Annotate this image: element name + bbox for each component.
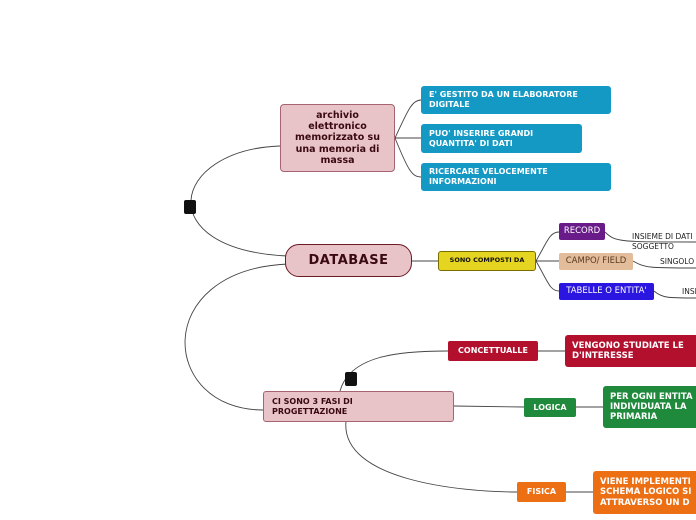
logica-description: PER OGNI ENTITA INDIVIDUATA LA PRIMARIA (603, 386, 696, 428)
central-topic-label: DATABASE (308, 252, 389, 268)
topic-gestito-label: E' GESTITO DA UN ELABORATORE DIGITALE (429, 90, 578, 109)
topic-archivio-label: archivio elettronico memorizzato su una … (295, 109, 380, 167)
concettuale-description: VENGONO STUDIATE LE D'INTERESSE (565, 335, 696, 367)
topic-logica[interactable]: LOGICA (524, 398, 576, 417)
topic-composti-label: SONO COMPOSTI DA (449, 256, 525, 265)
topic-tabelle-label: TABELLE O ENTITA' (566, 286, 647, 297)
topic-tabelle[interactable]: TABELLE O ENTITA' (559, 283, 654, 300)
collapse-toggle-icon[interactable] (184, 200, 196, 214)
topic-inserire-label: PUO' INSERIRE GRANDI QUANTITA' DI DATI (429, 128, 534, 148)
topic-composti[interactable]: SONO COMPOSTI DA (438, 251, 536, 271)
fisica-description-text: VIENE IMPLEMENTI SCHEMA LOGICO SI ATTRAV… (600, 477, 692, 508)
record-description: INSIEME DI DATI SOGGETTO (632, 223, 696, 251)
topic-ricercare-label: RICERCARE VELOCEMENTE INFORMAZIONI (429, 167, 548, 186)
topic-ricercare[interactable]: RICERCARE VELOCEMENTE INFORMAZIONI (421, 163, 611, 191)
topic-fisica[interactable]: FISICA (517, 482, 566, 502)
topic-record-label: RECORD (563, 226, 601, 237)
topic-concettuale-label: CONCETTUALLE (458, 346, 528, 356)
topic-campo-label: CAMPO/ FIELD (565, 256, 627, 267)
topic-fasi[interactable]: CI SONO 3 FASI DI PROGETTAZIONE (263, 391, 454, 422)
tabelle-description-text: INSI (682, 287, 696, 296)
topic-fisica-label: FISICA (526, 487, 557, 497)
topic-concettuale[interactable]: CONCETTUALLE (448, 341, 538, 361)
central-topic-database[interactable]: DATABASE (285, 244, 412, 277)
campo-description-text: SINGOLO (660, 257, 695, 266)
record-description-text: INSIEME DI DATI SOGGETTO (632, 232, 693, 251)
tabelle-description: INSI (682, 287, 696, 296)
topic-archivio[interactable]: archivio elettronico memorizzato su una … (280, 104, 395, 172)
topic-gestito[interactable]: E' GESTITO DA UN ELABORATORE DIGITALE (421, 86, 611, 114)
topic-inserire[interactable]: PUO' INSERIRE GRANDI QUANTITA' DI DATI (421, 124, 582, 153)
collapse-toggle-icon[interactable] (345, 372, 357, 386)
topic-record[interactable]: RECORD (559, 223, 605, 240)
campo-description: SINGOLO (660, 257, 696, 266)
fisica-description: VIENE IMPLEMENTI SCHEMA LOGICO SI ATTRAV… (593, 471, 696, 514)
concettuale-description-text: VENGONO STUDIATE LE D'INTERESSE (572, 340, 684, 361)
topic-campo[interactable]: CAMPO/ FIELD (559, 253, 633, 270)
topic-fasi-label: CI SONO 3 FASI DI PROGETTAZIONE (272, 396, 353, 416)
topic-logica-label: LOGICA (533, 402, 567, 412)
logica-description-text: PER OGNI ENTITA INDIVIDUATA LA PRIMARIA (610, 391, 693, 423)
